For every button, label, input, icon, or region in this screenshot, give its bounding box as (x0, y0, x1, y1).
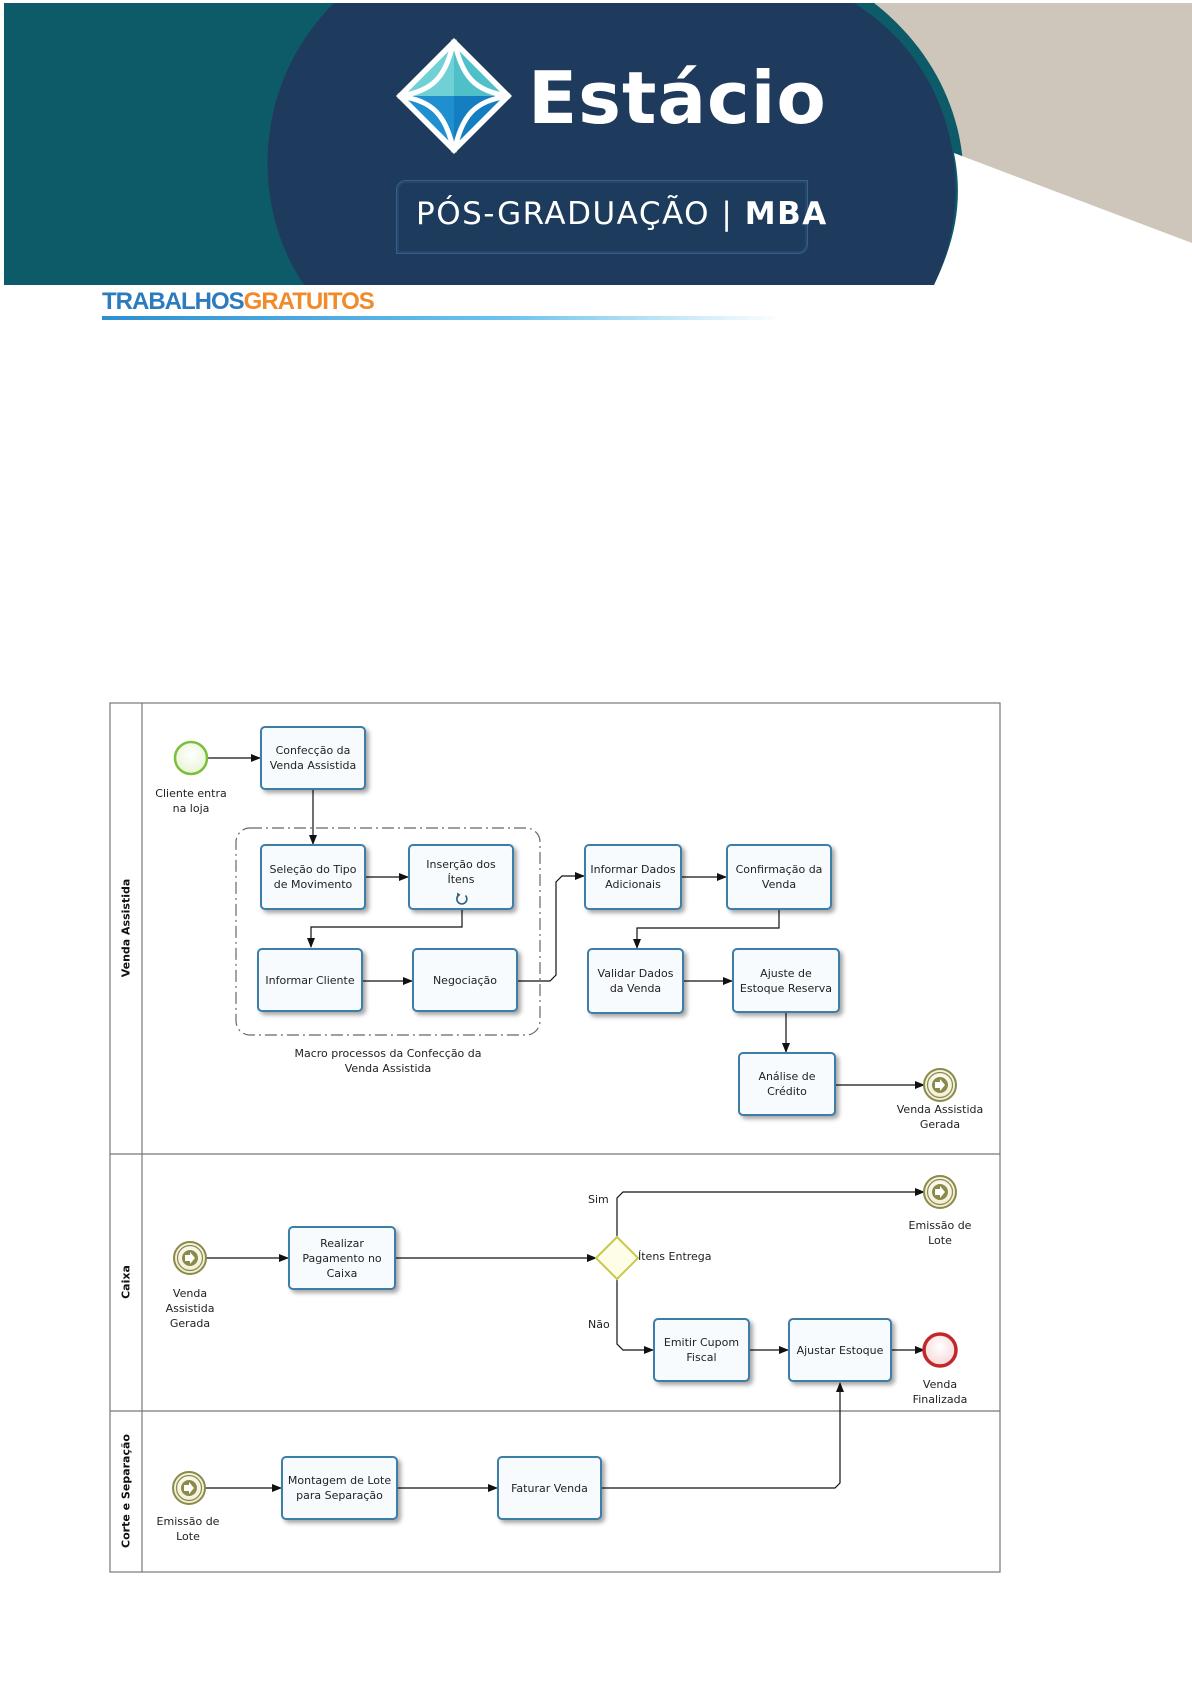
watermark-part1: TRABALHOS (102, 288, 245, 315)
label-emissao-lote-end: Emissão de Lote (908, 1219, 972, 1247)
lane-label-caixa: Caixa (119, 1265, 133, 1299)
label-start-cliente: Cliente entra na loja (155, 787, 227, 815)
program-badge-text: PÓS-GRADUAÇÃO | MBA (416, 196, 828, 232)
label-end-venda-assistida: Venda Assistida Gerada (896, 1103, 984, 1131)
estacio-logo-icon (396, 38, 512, 154)
loop-marker-icon (456, 892, 468, 905)
task-ajuste-estoque-reserva: Ajuste de Estoque Reserva (732, 948, 840, 1013)
label-caixa-start: Venda Assistida Gerada (165, 1287, 215, 1330)
gateway-label: Ítens Entrega (638, 1250, 712, 1263)
task-faturar-venda: Faturar Venda (497, 1456, 602, 1520)
gateway-yes-label: Sim (588, 1193, 609, 1206)
task-emitir-cupom-fiscal: Emitir Cupom Fiscal (653, 1318, 750, 1382)
label-corte-start: Emissão de Lote (156, 1515, 220, 1543)
end-event-venda-assistida (923, 1068, 957, 1102)
watermark-underline (102, 316, 782, 320)
watermark-part2: GRATUITOS (243, 288, 375, 315)
task-informar-dados-adicionais: Informar Dados Adicionais (584, 844, 682, 910)
flow-gateway-nao (616, 1279, 654, 1354)
task-analise-credito: Análise de Crédito (738, 1052, 836, 1116)
flow-negociacao-dados (518, 872, 585, 982)
flow-insercao-cliente (307, 910, 463, 948)
program-suffix: MBA (744, 196, 828, 232)
gateway-no-label: Não (588, 1318, 610, 1331)
end-event-venda-finalizada (922, 1332, 958, 1368)
task-validar-dados: Validar Dados da Venda (587, 948, 684, 1014)
program-separator: | (721, 196, 734, 232)
intermediate-event-corte-start (172, 1471, 206, 1505)
lane-label-venda-assistida: Venda Assistida (119, 878, 133, 978)
gateway-itens-entrega (594, 1235, 640, 1281)
watermark: TRABALHOSGRATUITOS (102, 288, 375, 316)
intermediate-event-caixa-start (173, 1241, 207, 1275)
task-montagem-lote: Montagem de Lote para Separação (281, 1456, 398, 1520)
sequence-flows (205, 754, 925, 1492)
pool-frame (109, 702, 1001, 1573)
flow-faturar-ajustar (602, 1382, 844, 1489)
macro-process-group (235, 827, 541, 1036)
intermediate-event-emissao-lote (923, 1175, 957, 1209)
task-negociacao: Negociação (412, 948, 518, 1012)
flow-gateway-sim (616, 1188, 925, 1237)
task-ajustar-estoque: Ajustar Estoque (788, 1318, 892, 1382)
lane-label-corte-separacao: Corte e Separação (119, 1434, 133, 1548)
task-realizar-pagamento: Realizar Pagamento no Caixa (288, 1226, 396, 1290)
program-prefix: PÓS-GRADUAÇÃO (416, 196, 711, 232)
task-insercao-label: Inserção dos Ítens (426, 858, 496, 886)
flow-confirmacao-validar (633, 910, 780, 949)
start-event-cliente (173, 740, 209, 776)
task-confeccao: Confecção da Venda Assistida (260, 726, 366, 790)
brand-name: Estácio (528, 56, 827, 140)
task-confirmacao-venda: Confirmação da Venda (726, 844, 832, 910)
task-insercao-itens: Inserção dos Ítens (408, 844, 514, 910)
task-informar-cliente: Informar Cliente (257, 948, 363, 1012)
program-badge (396, 180, 808, 254)
group-label: Macro processos da Confecção da Venda As… (294, 1047, 482, 1075)
task-selecao-tipo-movimento: Seleção do Tipo de Movimento (260, 844, 366, 910)
label-venda-finalizada: Venda Finalizada (912, 1378, 968, 1406)
